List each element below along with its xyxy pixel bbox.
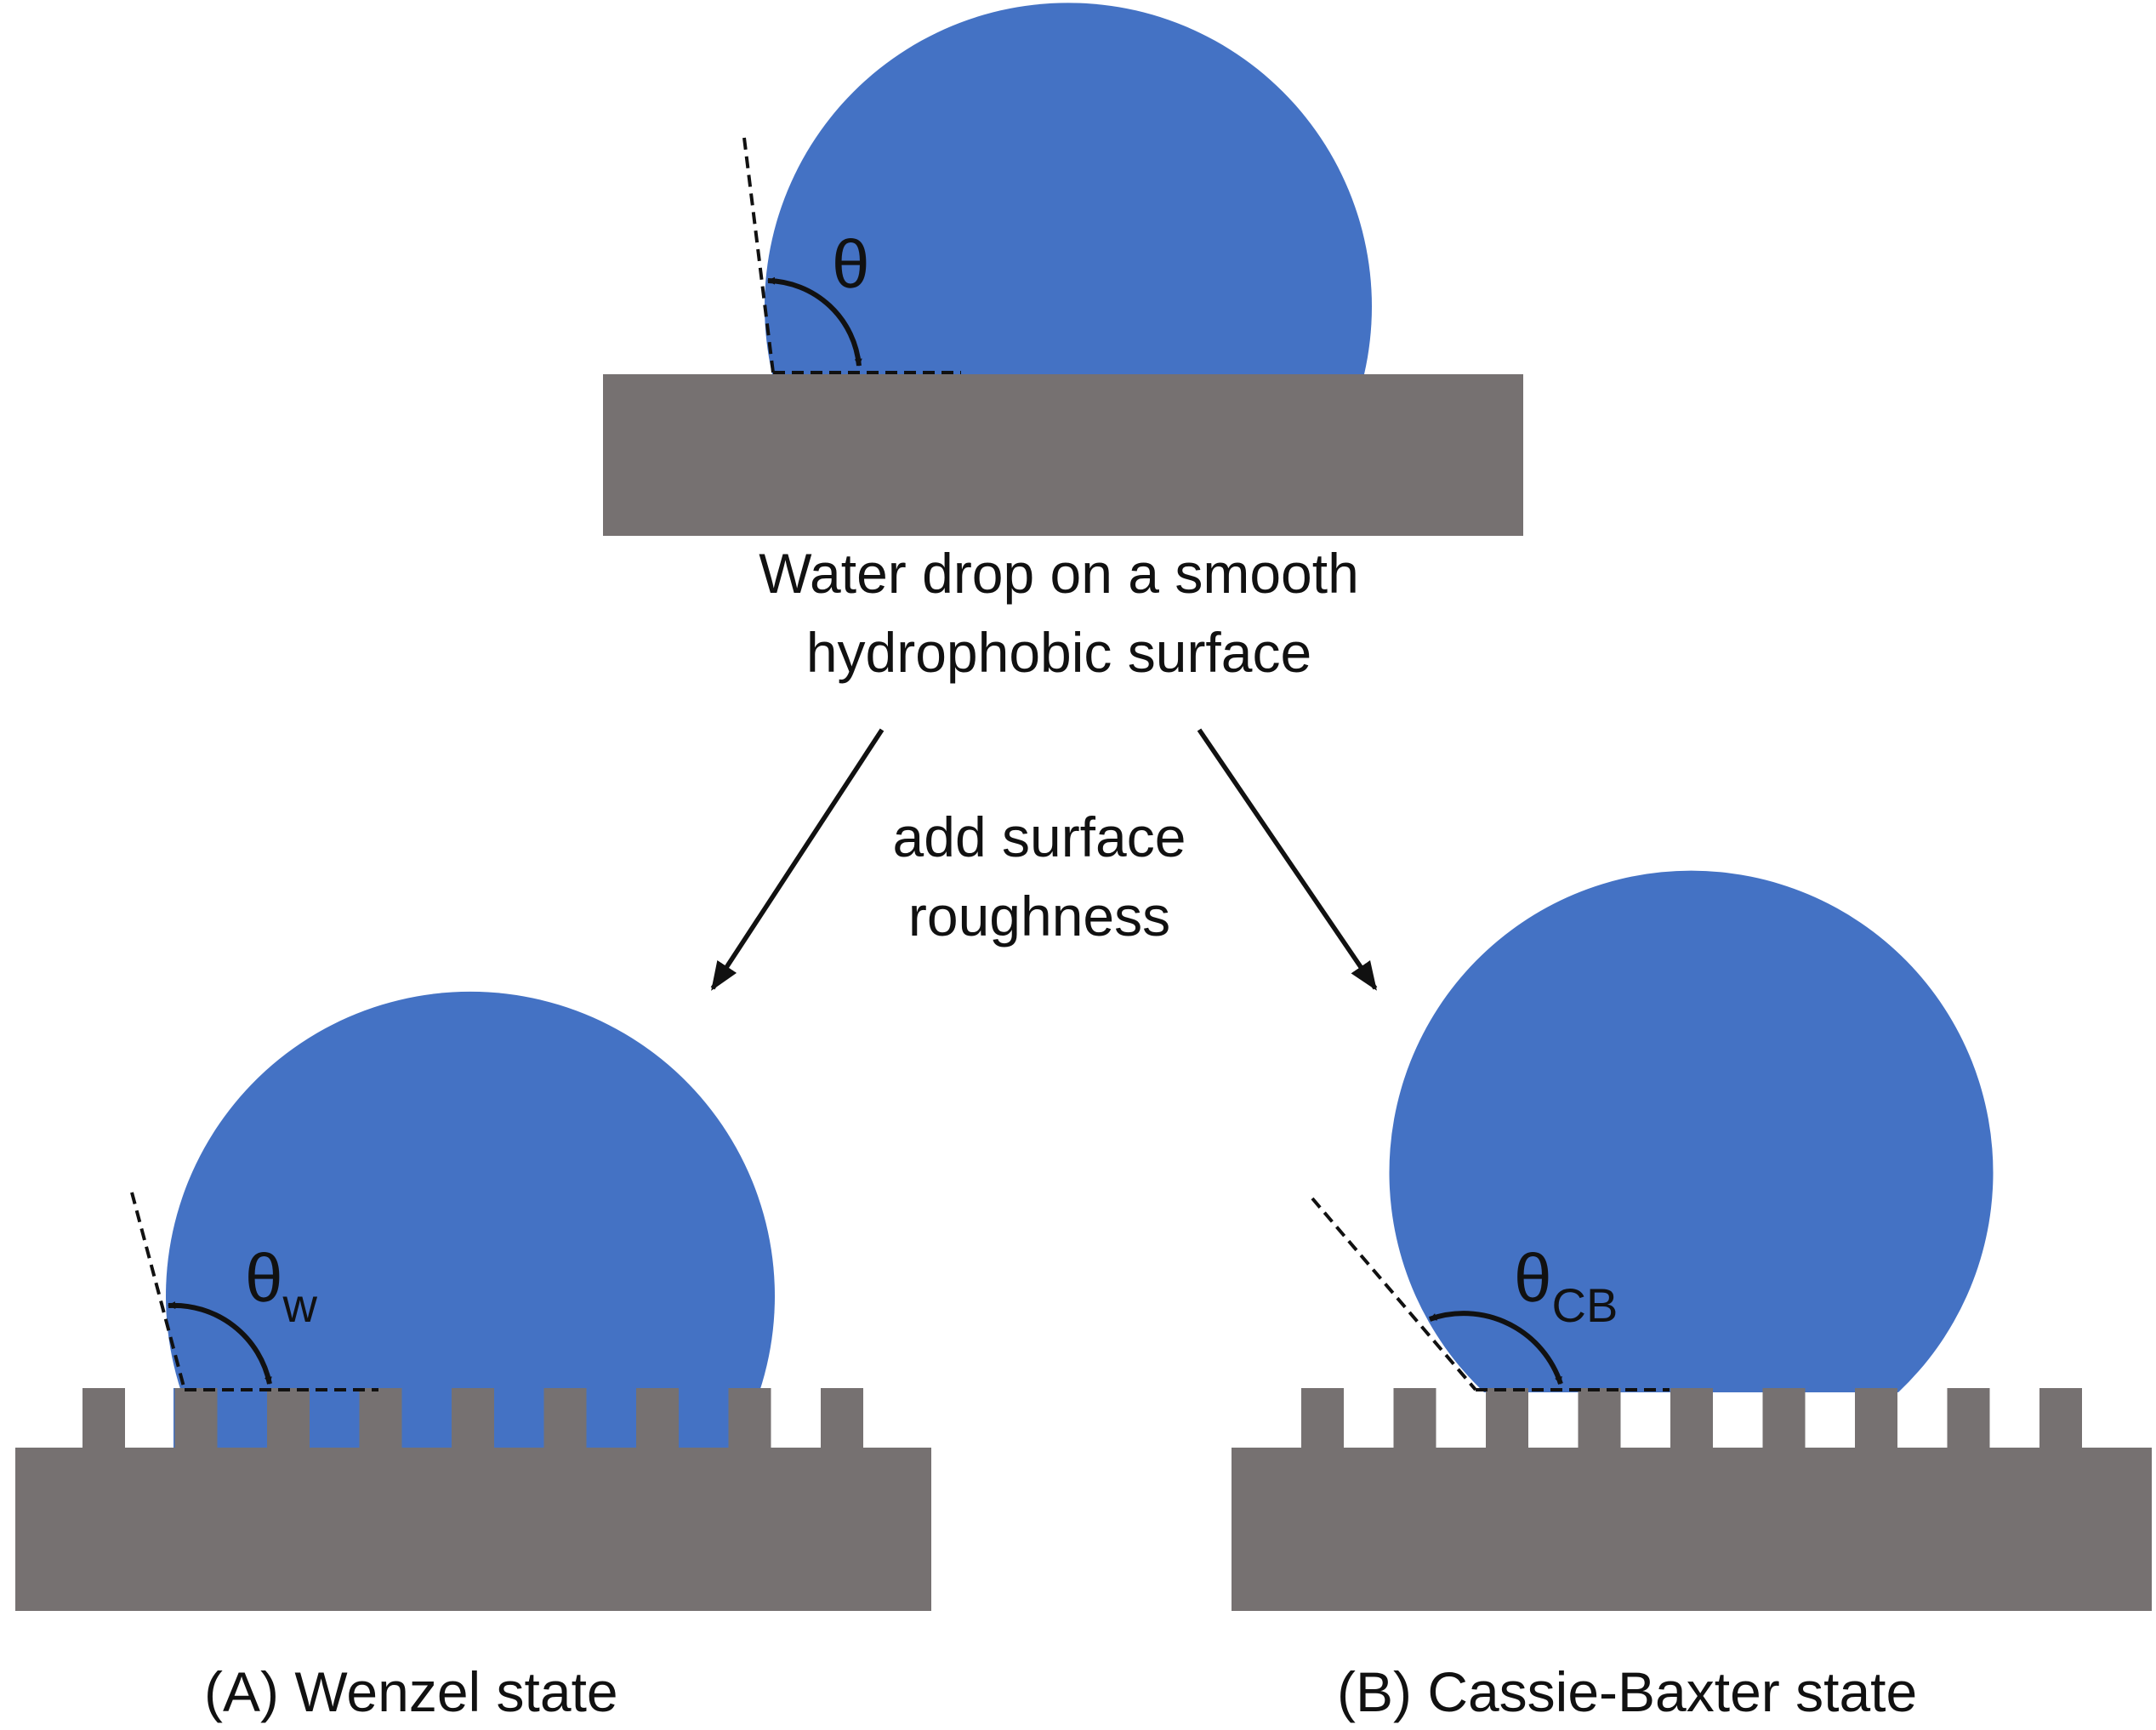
arrow-to-wenzel: [710, 728, 885, 991]
angle-subscript-cassie-baxter: CB: [1552, 1278, 1618, 1332]
cassie-baxter-panel: θCB (B) Cassie-Baxter state: [1232, 870, 2152, 1723]
water-drop-smooth: [765, 3, 1372, 374]
wenzel-pillar: [821, 1388, 863, 1449]
cassie-baxter-pillar: [1855, 1388, 1897, 1449]
cassie-baxter-pillar: [1486, 1388, 1528, 1449]
wenzel-panel: θw (A) Wenzel state: [15, 991, 931, 1723]
wenzel-pillar: [728, 1388, 771, 1449]
wenzel-pillar: [267, 1388, 310, 1449]
water-drop-cassie-baxter: [1389, 870, 1994, 1392]
wenzel-substrate-base: [15, 1448, 931, 1611]
wenzel-pillar: [543, 1388, 587, 1449]
transition-label-line2: roughness: [908, 885, 1170, 948]
arrow-to-cassie-baxter: [1197, 728, 1378, 991]
angle-symbol-cassie-baxter: θ: [1514, 1240, 1552, 1316]
wenzel-pillar: [452, 1388, 494, 1449]
cassie-baxter-pillar: [1301, 1388, 1344, 1449]
wenzel-pillar: [82, 1388, 125, 1449]
cassie-baxter-pillar: [1947, 1388, 1990, 1449]
cassie-baxter-caption: (B) Cassie-Baxter state: [1337, 1660, 1917, 1723]
wenzel-caption: (A) Wenzel state: [204, 1660, 618, 1723]
smooth-surface-panel: θ Water drop on a smooth hydrophobic sur…: [603, 3, 1523, 684]
angle-arc-wenzel: [168, 1301, 272, 1385]
contact-angle-label-wenzel: θw: [245, 1240, 318, 1332]
wenzel-pillar: [636, 1388, 679, 1449]
transition-label-line1: add surface: [893, 805, 1186, 868]
angle-arc-cassie-baxter: [1429, 1311, 1563, 1385]
transition-group: add surface roughness: [710, 728, 1378, 991]
smooth-substrate: [603, 374, 1523, 536]
cassie-baxter-substrate-base: [1232, 1448, 2152, 1611]
smooth-caption-line2: hydrophobic surface: [806, 621, 1311, 684]
contact-angle-label-cassie-baxter: θCB: [1514, 1240, 1618, 1332]
angle-subscript-wenzel: w: [282, 1278, 318, 1332]
wenzel-pillars: [82, 1388, 863, 1449]
cassie-baxter-pillars: [1301, 1388, 2082, 1449]
cassie-baxter-pillar: [1393, 1388, 1436, 1449]
wenzel-pillar: [174, 1388, 218, 1449]
smooth-caption-line1: Water drop on a smooth: [759, 542, 1359, 605]
cassie-baxter-pillar: [2039, 1388, 2082, 1449]
angle-arc-smooth: [767, 276, 862, 367]
wenzel-pillar: [359, 1388, 402, 1449]
cassie-baxter-pillar: [1670, 1388, 1713, 1449]
cassie-baxter-pillar: [1578, 1388, 1621, 1449]
contact-angle-label-smooth: θ: [832, 226, 870, 302]
water-drop-wenzel: [165, 991, 776, 1391]
angle-symbol-wenzel: θ: [245, 1240, 283, 1316]
cassie-baxter-pillar: [1762, 1388, 1806, 1449]
